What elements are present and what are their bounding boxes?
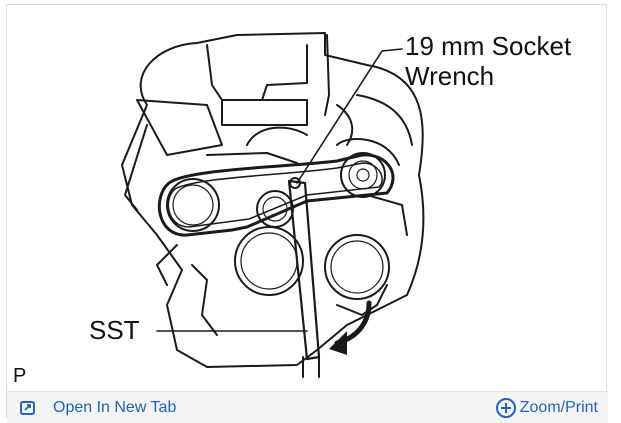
image-viewer: 19 mm Socket Wrench SST P Open In New Ta…: [6, 4, 608, 423]
sst-callout: SST: [89, 315, 140, 345]
zoom-print-button[interactable]: Zoom/Print: [495, 396, 598, 420]
open-external-icon: [19, 399, 37, 417]
engine-line-drawing: [121, 32, 425, 378]
zoom-print-label: Zoom/Print: [519, 399, 598, 416]
socket-wrench-callout-line1: 19 mm Socket: [405, 31, 572, 61]
image-toolbar: Open In New Tab Zoom/Print: [7, 391, 608, 423]
socket-wrench-callout-line2: Wrench: [405, 61, 495, 91]
open-in-new-tab-button[interactable]: Open In New Tab: [19, 396, 176, 420]
figure-code: P: [13, 365, 27, 387]
open-in-new-tab-label: Open In New Tab: [53, 399, 177, 416]
plus-circle-icon: [495, 397, 517, 419]
engine-belt-illustration: [7, 5, 608, 391]
socket-wrench-callout: 19 mm Socket Wrench: [405, 31, 571, 91]
